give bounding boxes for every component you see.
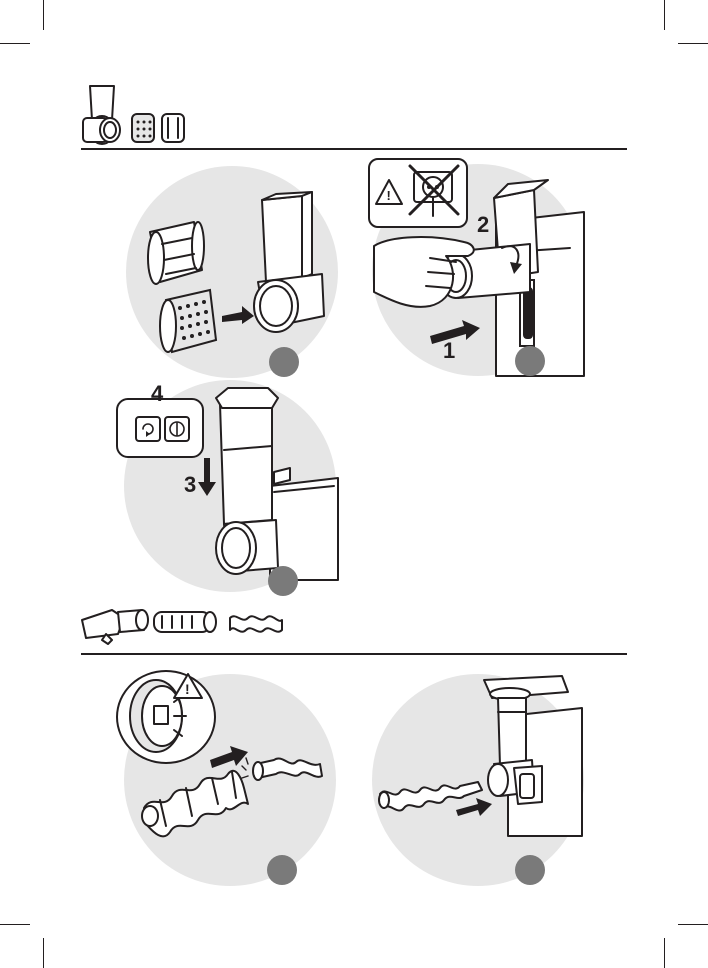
step-marker — [268, 566, 298, 596]
crop-mark — [664, 0, 665, 30]
warning-triangle-icon: ! — [374, 178, 404, 206]
power-symbol-icon — [164, 416, 190, 442]
svg-text:!: ! — [185, 681, 190, 697]
step-number-3: 3 — [184, 474, 196, 496]
step-marker — [515, 346, 545, 376]
section-divider — [81, 148, 627, 150]
step-number-2: 2 — [477, 214, 489, 236]
crop-mark — [664, 938, 665, 968]
crop-mark — [0, 43, 30, 44]
no-plug-icon — [406, 162, 460, 218]
crop-mark — [678, 924, 708, 925]
step-marker — [267, 855, 297, 885]
crop-mark — [0, 924, 30, 925]
step-number-4: 4 — [151, 383, 163, 405]
step-marker — [515, 855, 545, 885]
juicer-accessory-icon — [78, 600, 298, 650]
drum-insert-illustration — [126, 166, 346, 366]
step-marker — [269, 347, 299, 377]
crop-mark — [678, 43, 708, 44]
lock-symbol-icon — [135, 416, 161, 442]
auger-shaft-detail: ! — [116, 668, 216, 762]
step-number-1: 1 — [443, 340, 455, 362]
insert-auger-illustration — [372, 668, 602, 868]
crop-mark — [43, 0, 44, 30]
svg-text:!: ! — [387, 188, 391, 203]
section-divider — [81, 653, 627, 655]
crop-mark — [43, 938, 44, 968]
slicer-accessory-icon — [80, 80, 200, 150]
